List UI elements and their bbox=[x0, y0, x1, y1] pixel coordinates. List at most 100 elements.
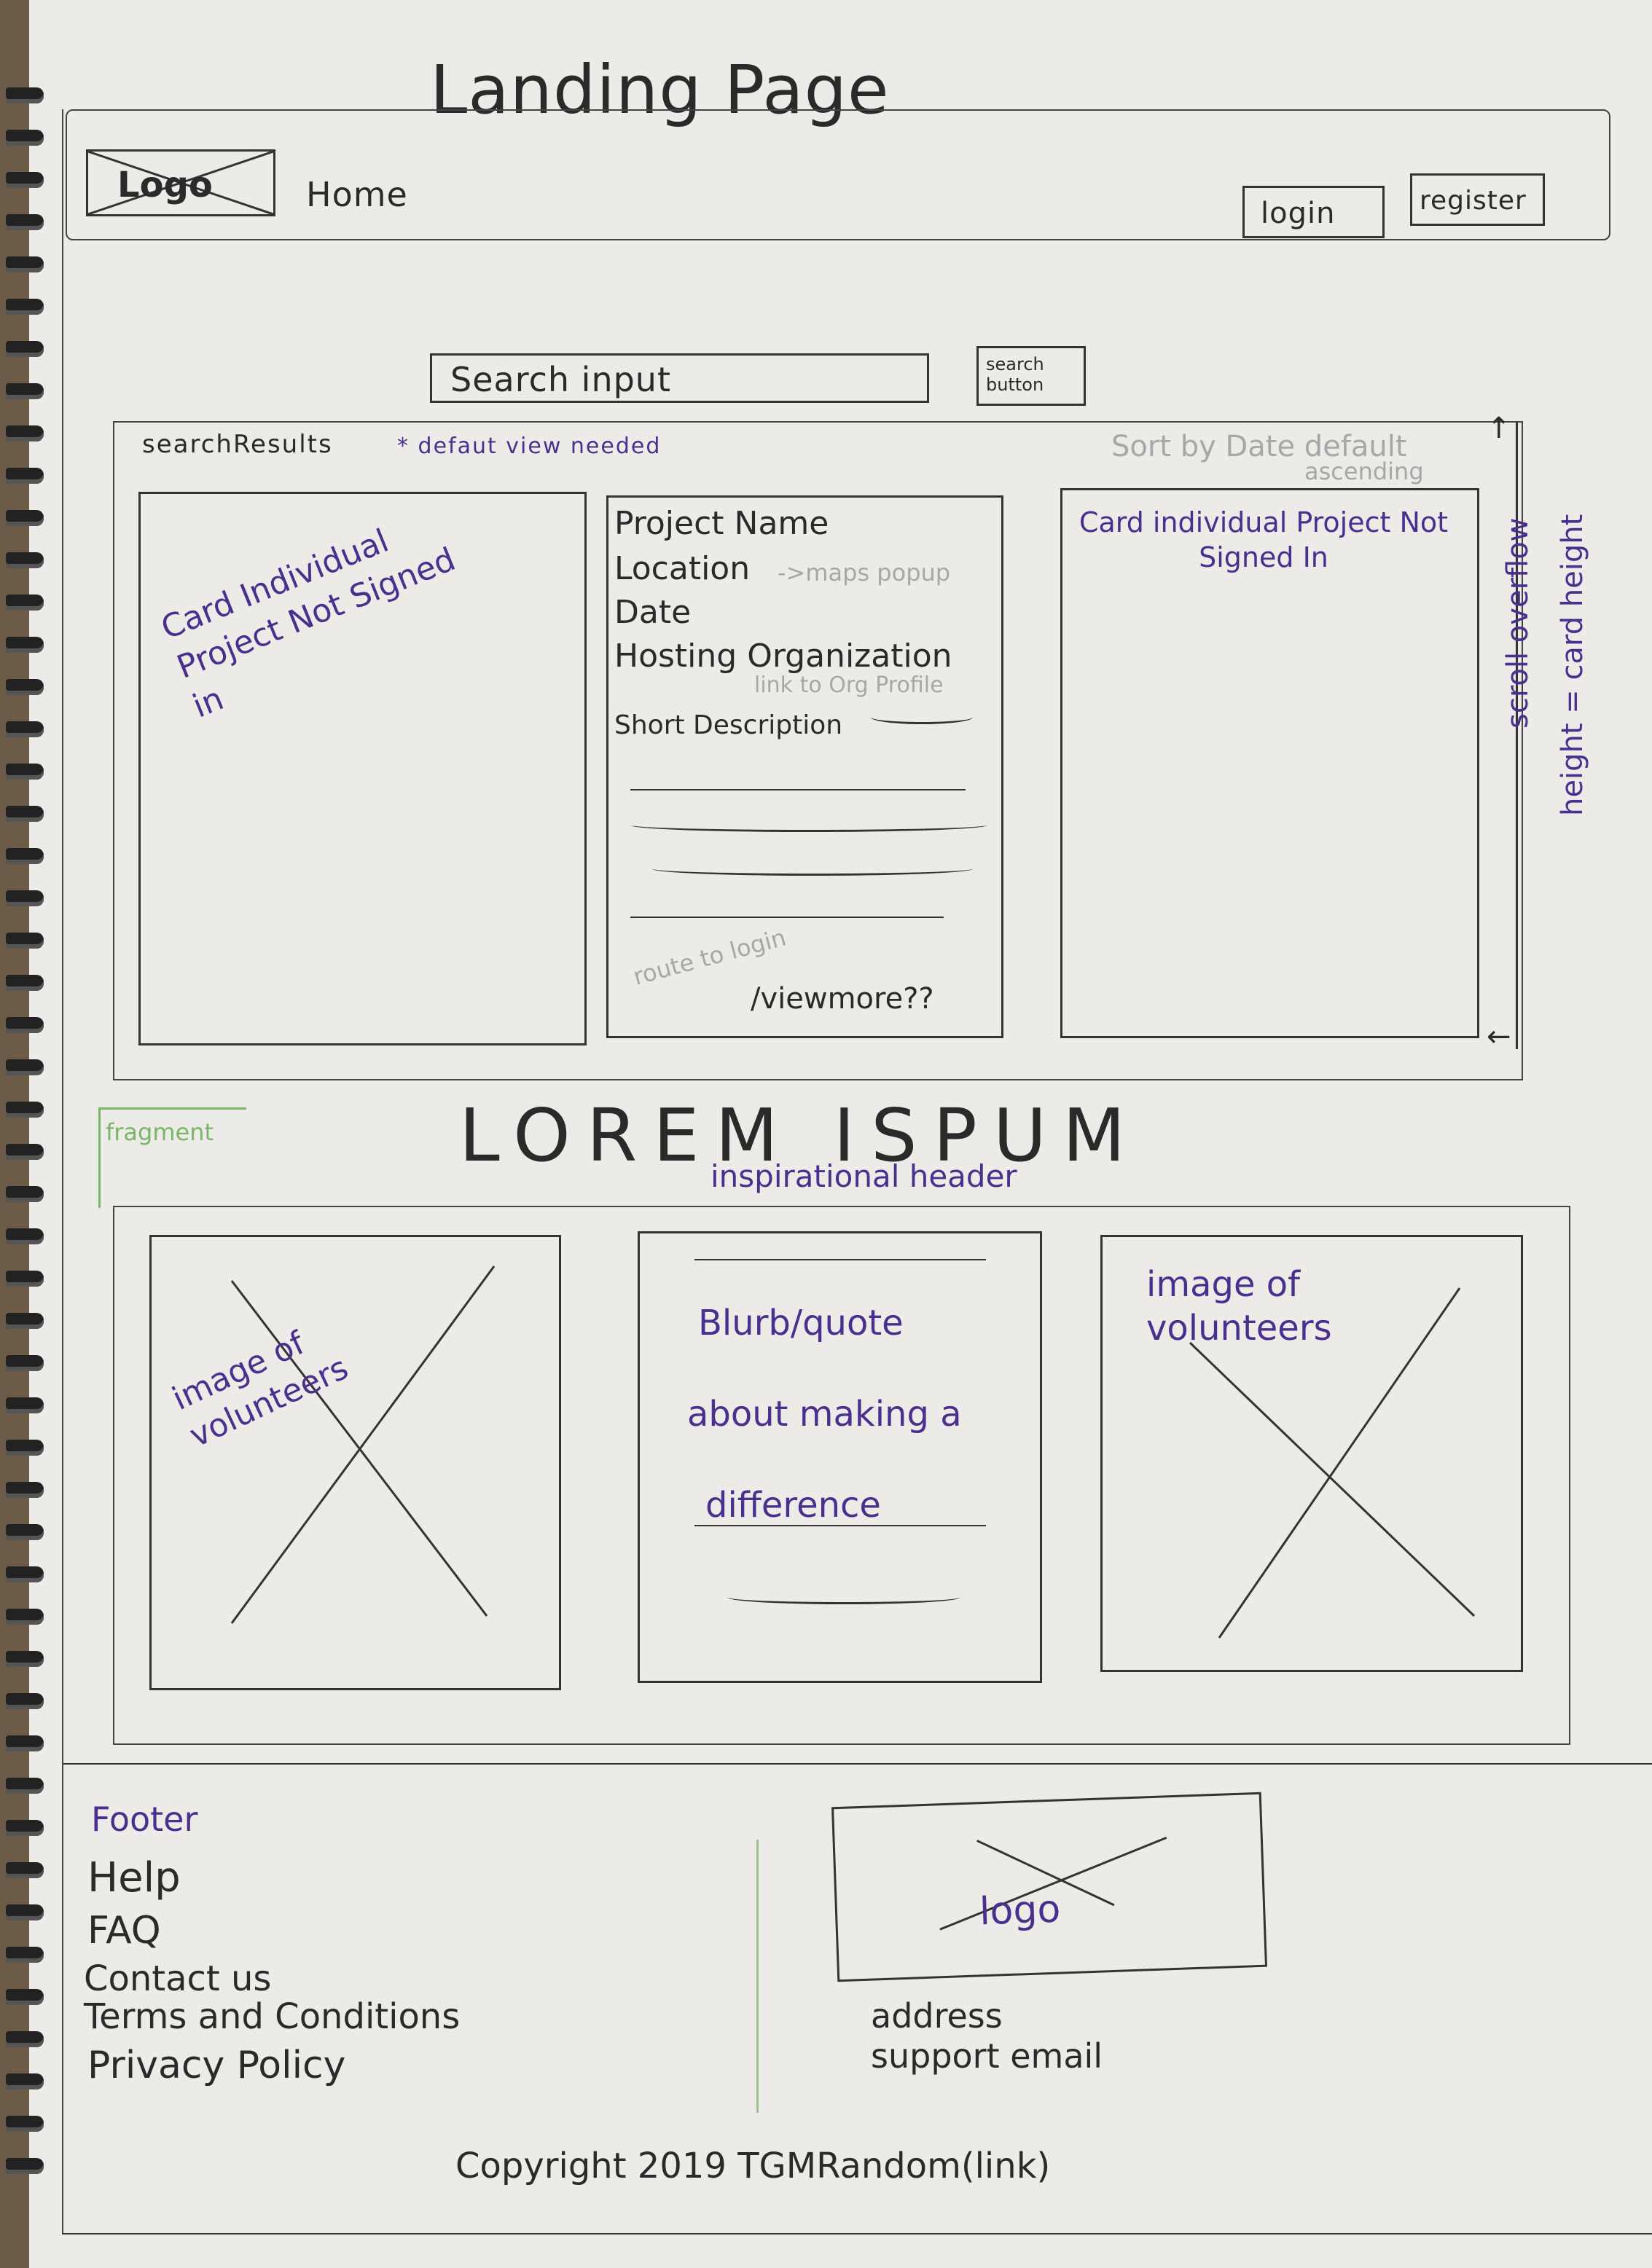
footer-link-privacy[interactable]: Privacy Policy bbox=[87, 2044, 346, 2087]
footer-logo-label: logo bbox=[979, 1887, 1062, 1934]
project-card-left[interactable]: Card Individual Project Not Signed in bbox=[138, 492, 587, 1045]
footer-title: Footer bbox=[91, 1800, 198, 1839]
inspiration-container bbox=[113, 1206, 1570, 1745]
spiral-coil bbox=[6, 1651, 44, 1667]
spiral-binding bbox=[0, 87, 51, 2200]
project-date: Date bbox=[614, 594, 692, 631]
view-more-link[interactable]: /viewmore?? bbox=[751, 982, 934, 1016]
spiral-coil bbox=[6, 2031, 44, 2047]
spiral-coil bbox=[6, 848, 44, 864]
route-login-note: route to login bbox=[630, 923, 789, 991]
project-card-right[interactable]: Card individual Project Not Signed In bbox=[1060, 488, 1479, 1038]
footer-address: address bbox=[871, 1996, 1003, 2036]
description-line bbox=[630, 818, 987, 832]
spiral-coil bbox=[6, 2158, 44, 2174]
card-height-note: height = card height bbox=[1556, 514, 1589, 816]
footer-support-email[interactable]: support email bbox=[871, 2036, 1103, 2076]
card-note: Card Individual Project Not Signed in bbox=[156, 522, 461, 726]
spiral-coil bbox=[6, 256, 44, 272]
sort-dropdown[interactable]: Sort by Date default bbox=[1111, 430, 1407, 463]
search-button-label: search button bbox=[986, 354, 1044, 395]
logo-label: Logo bbox=[117, 165, 213, 205]
blurb-card: Blurb/quote about making a difference bbox=[638, 1231, 1042, 1683]
footer-divider bbox=[62, 1763, 1652, 1765]
login-button[interactable]: login bbox=[1242, 186, 1385, 238]
login-button-label: login bbox=[1261, 197, 1336, 230]
spiral-coil bbox=[6, 1017, 44, 1033]
footer-link-contact[interactable]: Contact us bbox=[84, 1958, 272, 1999]
spiral-coil bbox=[6, 2116, 44, 2132]
project-card-detail[interactable]: Project Name Location ->maps popup Date … bbox=[606, 495, 1003, 1038]
card-note: Card individual Project Not Signed In bbox=[1079, 506, 1449, 573]
spiral-coil bbox=[6, 1271, 44, 1287]
spiral-coil bbox=[6, 1820, 44, 1836]
scroll-overflow-note: scroll overflow bbox=[1501, 517, 1535, 729]
logo-placeholder-icon bbox=[88, 152, 273, 214]
register-button[interactable]: register bbox=[1410, 173, 1545, 226]
spiral-coil bbox=[6, 383, 44, 399]
footer-link-terms[interactable]: Terms and Conditions bbox=[84, 1996, 461, 2037]
search-results-container bbox=[113, 421, 1523, 1080]
spiral-coil bbox=[6, 764, 44, 780]
footer-link-help[interactable]: Help bbox=[87, 1854, 181, 1902]
scroll-left-icon[interactable]: ← bbox=[1487, 1020, 1511, 1053]
org-profile-note: link to Org Profile bbox=[754, 672, 944, 698]
spiral-coil bbox=[6, 806, 44, 822]
volunteer-image-right: image of volunteers bbox=[1100, 1235, 1523, 1672]
spiral-coil bbox=[6, 1440, 44, 1456]
spiral-coil bbox=[6, 341, 44, 357]
spiral-coil bbox=[6, 468, 44, 484]
description-line bbox=[630, 917, 944, 918]
spiral-coil bbox=[6, 1862, 44, 1878]
spiral-coil bbox=[6, 1609, 44, 1625]
nav-home-link[interactable]: Home bbox=[306, 175, 408, 214]
blurb-line bbox=[727, 1590, 960, 1604]
search-input-label: Search input bbox=[450, 360, 671, 399]
project-location-link[interactable]: Location bbox=[614, 550, 751, 587]
spiral-coil bbox=[6, 1144, 44, 1160]
volunteer-image-left: image of volunteers bbox=[149, 1235, 561, 1690]
spiral-coil bbox=[6, 721, 44, 737]
spiral-coil bbox=[6, 933, 44, 949]
hosting-org-link[interactable]: Hosting Organization bbox=[614, 637, 952, 675]
spiral-coil bbox=[6, 637, 44, 653]
search-input[interactable]: Search input bbox=[430, 353, 929, 403]
scroll-track[interactable] bbox=[1516, 423, 1518, 1049]
spiral-coil bbox=[6, 425, 44, 442]
spiral-coil bbox=[6, 1693, 44, 1709]
blurb-line bbox=[694, 1259, 986, 1260]
spiral-coil bbox=[6, 1397, 44, 1413]
spiral-coil bbox=[6, 679, 44, 695]
footer-link-faq[interactable]: FAQ bbox=[87, 1909, 161, 1953]
search-button[interactable]: search button bbox=[976, 346, 1086, 406]
footer-column-divider bbox=[756, 1840, 759, 2113]
spiral-coil bbox=[6, 172, 44, 188]
spiral-coil bbox=[6, 87, 44, 103]
register-button-label: register bbox=[1420, 186, 1527, 216]
spiral-coil bbox=[6, 1524, 44, 1540]
spiral-coil bbox=[6, 1355, 44, 1371]
logo-placeholder-icon bbox=[939, 1836, 1167, 1931]
spiral-coil bbox=[6, 1735, 44, 1751]
fragment-bracket bbox=[98, 1107, 246, 1208]
spiral-coil bbox=[6, 1778, 44, 1794]
page-bottom-border bbox=[62, 2233, 1652, 2234]
description-line bbox=[871, 710, 973, 724]
blurb-line-2: about making a bbox=[687, 1394, 962, 1435]
spiral-coil bbox=[6, 552, 44, 568]
footer-logo-box[interactable]: logo bbox=[831, 1792, 1268, 1982]
results-note: * defaut view needed bbox=[397, 433, 662, 459]
project-name: Project Name bbox=[614, 505, 829, 542]
logo-box[interactable]: Logo bbox=[86, 149, 275, 216]
sort-sub-label: ascending bbox=[1304, 458, 1424, 485]
inspirational-subheader: inspirational header bbox=[710, 1158, 1017, 1194]
description-line bbox=[652, 862, 973, 876]
header-bar bbox=[66, 109, 1610, 240]
scroll-up-icon[interactable]: ↑ bbox=[1487, 412, 1511, 445]
spiral-coil bbox=[6, 299, 44, 315]
page-title: Landing Page bbox=[430, 51, 890, 129]
spiral-coil bbox=[6, 214, 44, 230]
spiral-coil bbox=[6, 595, 44, 611]
spiral-coil bbox=[6, 975, 44, 991]
copyright-text: Copyright 2019 TGMRandom(link) bbox=[455, 2146, 1051, 2186]
